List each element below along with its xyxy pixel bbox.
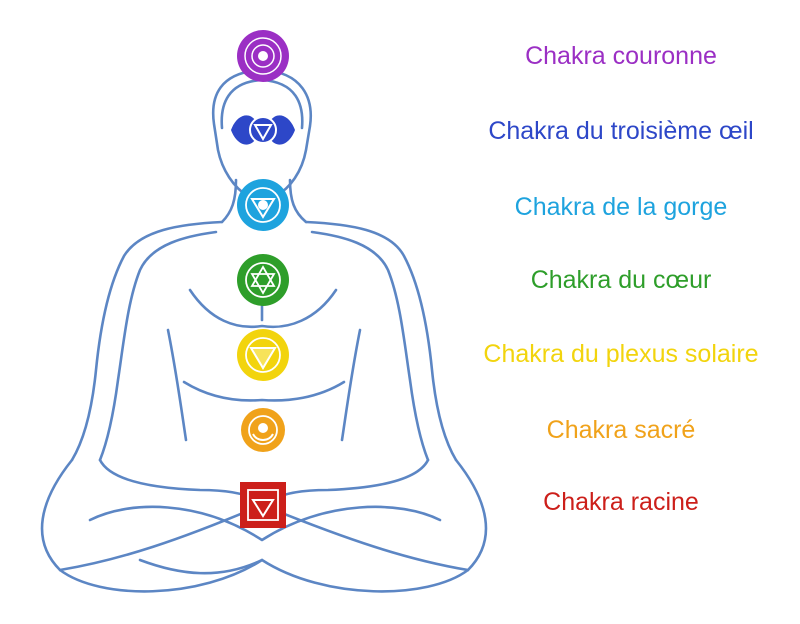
sacral-chakra-icon xyxy=(241,408,285,452)
label-third-eye-chakra: Chakra du troisième œil xyxy=(488,117,754,145)
throat-chakra-icon xyxy=(237,179,289,231)
heart-chakra-icon xyxy=(237,254,289,306)
root-chakra-icon xyxy=(240,482,286,528)
label-throat-chakra: Chakra de la gorge xyxy=(514,193,728,221)
third-eye-chakra-icon xyxy=(231,115,295,145)
solar-plexus-chakra-icon xyxy=(237,329,289,381)
crown-chakra-icon xyxy=(237,30,289,82)
label-sacral-chakra: Chakra sacré xyxy=(546,416,696,444)
label-heart-chakra: Chakra du cœur xyxy=(530,266,712,294)
label-crown-chakra: Chakra couronne xyxy=(525,42,717,70)
label-solar-plexus-chakra: Chakra du plexus solaire xyxy=(483,340,759,368)
label-root-chakra: Chakra racine xyxy=(543,488,699,516)
